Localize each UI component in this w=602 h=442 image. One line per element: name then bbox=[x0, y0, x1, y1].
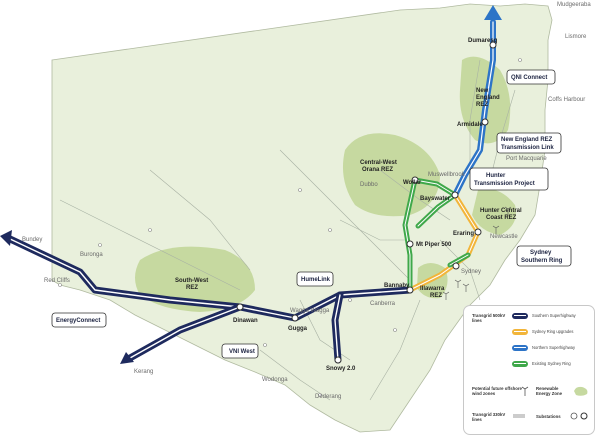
legend-existing-sydney-ring: Existing Sydney Ring bbox=[512, 359, 594, 369]
label-central-west-orana-rez: Central-West Orana REZ bbox=[360, 160, 397, 173]
svg-text:Illawarra: Illawarra bbox=[420, 286, 445, 292]
legend-southern-superhighway: Southern Superhighway bbox=[512, 311, 594, 321]
svg-text:Hunter: Hunter bbox=[486, 173, 506, 179]
substation-armidale bbox=[481, 118, 489, 126]
label-new-england-rez: New England REZ bbox=[476, 88, 500, 108]
substation-dumaresq bbox=[489, 41, 497, 49]
place-canberra: Canberra bbox=[370, 301, 396, 307]
place-coffs-harbour: Coffs Harbour bbox=[548, 97, 585, 103]
wind-turbine-icon bbox=[521, 386, 529, 396]
label-armidale: Armidale bbox=[457, 122, 483, 128]
substation-bayswater bbox=[451, 191, 459, 199]
label-gugga: Gugga bbox=[288, 326, 308, 332]
svg-text:QNI Connect: QNI Connect bbox=[511, 75, 547, 81]
southern-superhighway bbox=[4, 234, 414, 364]
callout-hunter-transmission-project[interactable]: Hunter Transmission Project bbox=[469, 167, 549, 191]
northern-superhighway bbox=[452, 19, 496, 198]
svg-text:Transmission Link: Transmission Link bbox=[501, 145, 554, 151]
substation-bannaby bbox=[406, 286, 414, 294]
label-wollar: Wollar bbox=[403, 180, 422, 186]
label-snowy: Snowy 2.0 bbox=[326, 366, 356, 372]
place-sydney: Sydney bbox=[461, 269, 481, 275]
svg-text:HumeLink: HumeLink bbox=[301, 277, 331, 283]
svg-text:VNI West: VNI West bbox=[229, 349, 255, 355]
svg-text:Southern Ring: Southern Ring bbox=[521, 258, 563, 264]
svg-text:REZ: REZ bbox=[430, 293, 442, 299]
callout-vni-west[interactable]: VNI West bbox=[221, 343, 259, 359]
lines-330kv-icon bbox=[513, 414, 525, 418]
place-bundey: Bundey bbox=[22, 237, 42, 243]
place-red-cliffs: Red Cliffs bbox=[44, 278, 70, 284]
arrow-west-icon bbox=[0, 230, 12, 246]
svg-text:South-West: South-West bbox=[175, 278, 208, 284]
place-kerang: Kerang bbox=[134, 369, 153, 375]
substation-eraring bbox=[474, 228, 482, 236]
place-port-macquarie: Port Macquarie bbox=[506, 156, 547, 162]
legend-sydney-ring-upgrades: Sydney Ring upgrades bbox=[512, 327, 594, 337]
legend-northern-superhighway: Northern Superhighway bbox=[512, 343, 594, 353]
callout-sydney-southern-ring[interactable]: Sydney Southern Ring bbox=[516, 245, 572, 267]
place-mudgeeraba: Mudgeeraba bbox=[557, 2, 591, 8]
label-mt-piper: Mt Piper 500 bbox=[416, 242, 452, 248]
svg-text:REZ: REZ bbox=[476, 102, 488, 108]
substation-dinawan bbox=[236, 303, 244, 311]
label-illawarra-rez: Illawarra REZ bbox=[420, 286, 445, 299]
substation-snowy bbox=[334, 356, 342, 364]
label-bannaby: Bannaby bbox=[384, 283, 410, 289]
offshore-wind-icons bbox=[442, 206, 512, 300]
svg-text:Transmission Project: Transmission Project bbox=[474, 181, 535, 187]
callout-qni-connect[interactable]: QNI Connect bbox=[506, 69, 556, 85]
callout-energyconnect[interactable]: EnergyConnect bbox=[51, 312, 107, 328]
rez-swatch-icon bbox=[574, 386, 588, 396]
rez-south-west bbox=[135, 246, 255, 312]
label-dumaresq: Dumaresq bbox=[468, 38, 498, 44]
svg-text:New England REZ: New England REZ bbox=[501, 137, 553, 143]
label-south-west-rez: South-West REZ bbox=[175, 278, 208, 291]
legend-500kv-heading: Transgrid 500kV lines bbox=[472, 313, 506, 323]
svg-text:New: New bbox=[476, 88, 489, 94]
place-dubbo: Dubbo bbox=[360, 182, 378, 188]
label-eraring: Eraring bbox=[453, 231, 474, 237]
label-bayswater: Bayswater bbox=[420, 196, 451, 202]
arrow-north-icon bbox=[484, 5, 502, 20]
legend-substations: Substations bbox=[536, 414, 561, 419]
map-legend: Transgrid 500kV lines Southern Superhigh… bbox=[463, 305, 595, 435]
existing-sydney-ring bbox=[402, 177, 471, 293]
legend-offshore-wind: Potential future offshore wind zones bbox=[472, 386, 522, 396]
substations bbox=[236, 41, 497, 364]
arrow-southwest-icon bbox=[120, 352, 134, 364]
legend-330kv: Transgrid 330kV lines bbox=[472, 412, 506, 422]
place-lismore: Lismore bbox=[565, 34, 587, 40]
svg-text:Central-West: Central-West bbox=[360, 160, 397, 166]
place-newcastle: Newcastle bbox=[490, 234, 518, 240]
substation-wollar bbox=[411, 176, 419, 184]
svg-text:Orana REZ: Orana REZ bbox=[362, 167, 393, 173]
label-dinawan: Dinawan bbox=[233, 318, 258, 324]
place-wagga-wagga: Wagga Wagga bbox=[290, 308, 330, 314]
place-wodonga: Wodonga bbox=[262, 377, 288, 383]
place-dederang: Dederang bbox=[315, 394, 341, 400]
substation-mt-piper bbox=[406, 240, 414, 248]
svg-text:England: England bbox=[476, 95, 500, 101]
place-muswellbrook: Muswellbrook bbox=[428, 172, 466, 178]
svg-text:Hunter Central: Hunter Central bbox=[480, 208, 522, 214]
callout-humelink[interactable]: HumeLink bbox=[296, 271, 334, 287]
substation-icon bbox=[570, 412, 588, 420]
nsw-landmass bbox=[51, 3, 553, 433]
svg-text:Coast REZ: Coast REZ bbox=[486, 215, 517, 221]
place-buronga: Buronga bbox=[80, 252, 103, 258]
svg-text:REZ: REZ bbox=[186, 285, 198, 291]
substation-sydney-ring bbox=[452, 262, 460, 270]
rez-hunter-central-coast bbox=[472, 189, 516, 235]
rez-central-west-orana bbox=[342, 133, 440, 217]
substation-gugga bbox=[291, 314, 299, 322]
svg-text:EnergyConnect: EnergyConnect bbox=[56, 318, 100, 324]
callout-new-england-rez-transmission-link[interactable]: New England REZ Transmission Link bbox=[496, 132, 562, 154]
legend-rez: Renewable Energy Zone bbox=[536, 386, 563, 396]
svg-text:Sydney: Sydney bbox=[530, 250, 552, 256]
label-hunter-central-coast-rez: Hunter Central Coast REZ bbox=[480, 208, 522, 221]
